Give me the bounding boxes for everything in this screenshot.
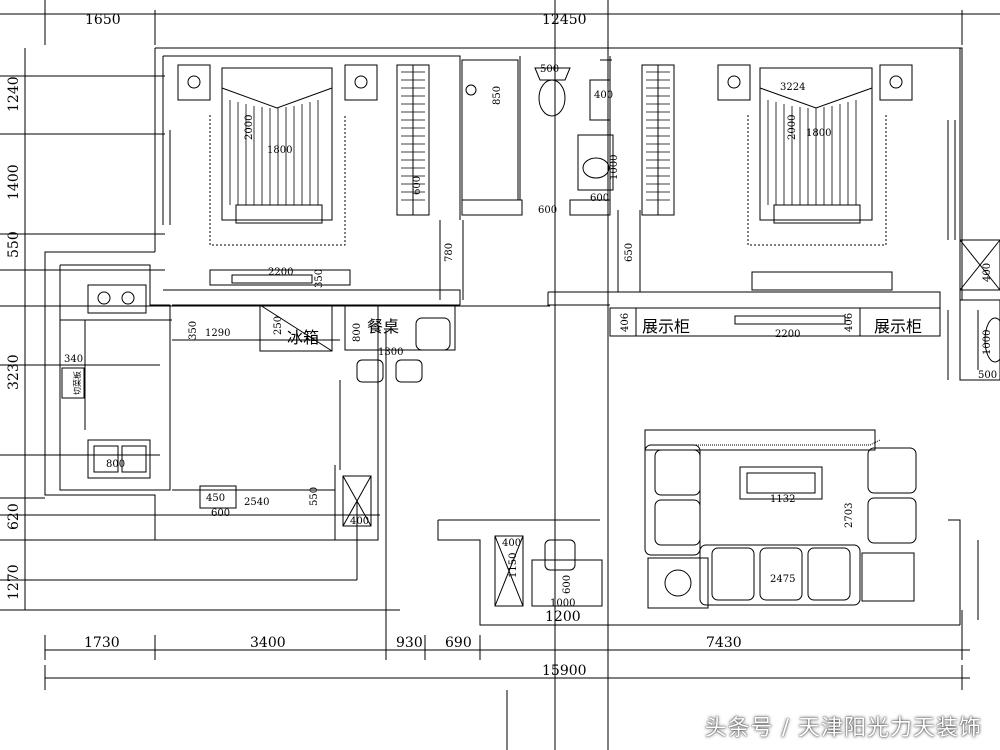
dim-right-1000: 1000 xyxy=(982,330,993,355)
dim-kitchen-350: 350 xyxy=(188,321,199,340)
dim-top-12450: 12450 xyxy=(542,12,587,28)
dim-bed1-width: 1800 xyxy=(267,145,292,156)
watermark-text: 头条号 / 天津阳光力天装饰 xyxy=(704,716,982,741)
label-cutting-board: 切菜板 xyxy=(72,371,82,395)
dim-dining-800: 800 xyxy=(352,323,363,342)
dim-bed1-length: 2000 xyxy=(244,115,255,140)
dim-dining-1300: 1300 xyxy=(378,347,403,358)
dim-wardrobe1: 600 xyxy=(412,176,423,195)
dim-bottom-3400: 3400 xyxy=(250,635,286,651)
dim-display-2200: 2200 xyxy=(775,329,800,340)
dim-bath-400: 400 xyxy=(594,90,613,101)
dim-tv1-depth: 350 xyxy=(314,269,325,288)
dim-left-1270: 1270 xyxy=(6,564,22,600)
dim-sofa-2703: 2703 xyxy=(844,503,855,528)
dim-balcony-600: 600 xyxy=(562,575,573,594)
dim-kitchen-250: 250 xyxy=(273,316,284,335)
dim-balcony-1200: 1200 xyxy=(545,609,581,625)
dim-door-650: 650 xyxy=(624,243,635,262)
label-display-cabinet-1: 展示柜 xyxy=(642,317,690,336)
dim-kitchen-2540: 2540 xyxy=(244,497,269,508)
dim-left-1400: 1400 xyxy=(6,164,22,200)
dim-sink-600: 600 xyxy=(590,193,609,204)
dim-kitchen-340: 340 xyxy=(64,354,83,365)
label-dining-table: 餐桌 xyxy=(367,317,399,336)
dim-right-400: 400 xyxy=(982,263,993,282)
dim-top-1650: 1650 xyxy=(85,12,121,28)
dim-kitchen-550: 550 xyxy=(309,487,320,506)
dim-toilet: 500 xyxy=(540,64,559,75)
dim-tv1: 2200 xyxy=(268,267,293,278)
dim-room-2475: 2475 xyxy=(770,574,795,585)
dim-left-1240: 1240 xyxy=(6,76,22,112)
dim-left-3230: 3230 xyxy=(6,354,22,390)
dim-pass-600: 600 xyxy=(538,205,557,216)
dim-bath-1000: 1000 xyxy=(609,155,620,180)
dim-left-550: 550 xyxy=(6,231,22,258)
dim-kitchen-600: 600 xyxy=(211,508,230,519)
label-display-cabinet-2: 展示柜 xyxy=(874,317,922,336)
dim-door-780: 780 xyxy=(444,243,455,262)
dim-balcony-1150: 1150 xyxy=(508,553,519,578)
dim-kitchen-400: 400 xyxy=(350,516,369,527)
dim-right-500: 500 xyxy=(978,370,997,381)
dim-display-406a: 406 xyxy=(620,313,631,332)
dim-kitchen-450: 450 xyxy=(206,493,225,504)
label-fridge: 冰箱 xyxy=(287,328,319,347)
dim-kitchen-800: 800 xyxy=(106,459,125,470)
dim-display-406b: 406 xyxy=(844,313,855,332)
dim-bed2-label: 3224 xyxy=(780,82,805,93)
dim-bottom-15900: 15900 xyxy=(542,663,587,679)
dim-coffee-table: 1132 xyxy=(770,494,795,505)
dim-bed2-width: 1800 xyxy=(806,128,831,139)
dim-bed2-length: 2000 xyxy=(787,115,798,140)
dim-bottom-1730: 1730 xyxy=(84,635,120,651)
dim-balcony-1000: 1000 xyxy=(550,598,575,609)
dim-bottom-7430: 7430 xyxy=(706,635,742,651)
dim-balcony-400: 400 xyxy=(502,538,521,549)
dim-bath-850: 850 xyxy=(492,86,503,105)
dim-bottom-690: 690 xyxy=(445,635,472,651)
dim-bottom-930: 930 xyxy=(396,635,423,651)
dim-kitchen-1290: 1290 xyxy=(205,328,230,339)
dim-left-620: 620 xyxy=(6,503,22,530)
